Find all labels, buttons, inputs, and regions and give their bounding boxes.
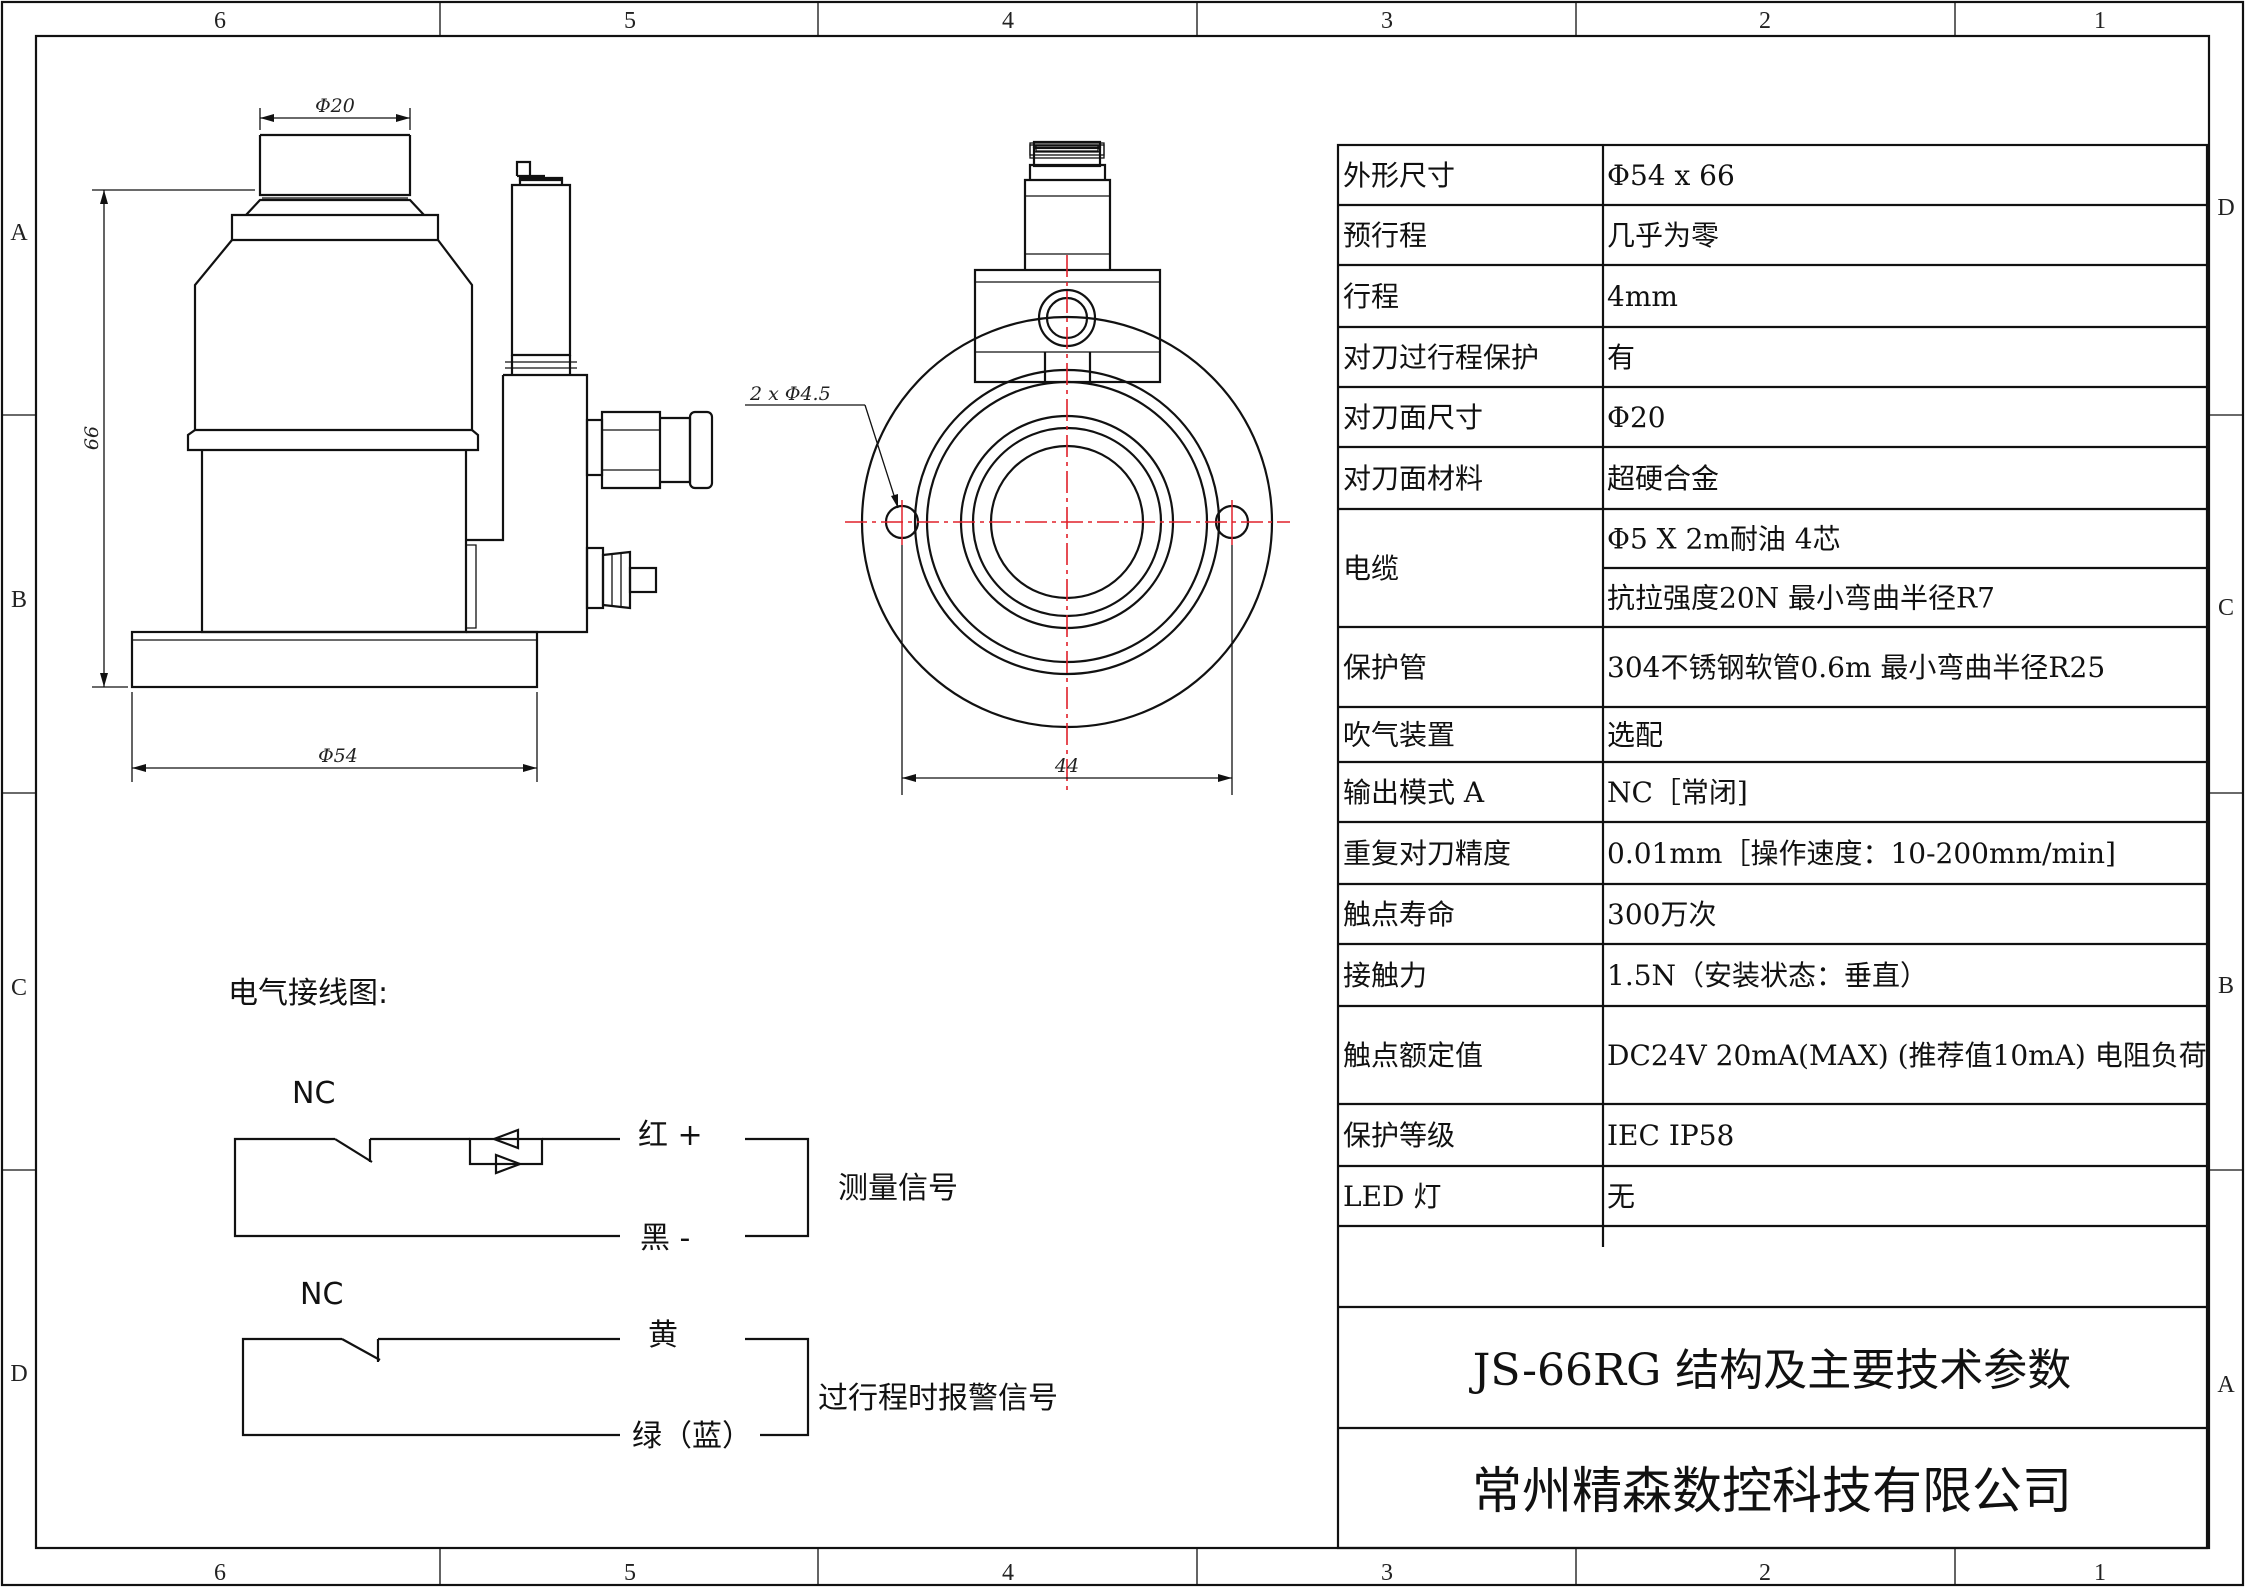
spec-value: 抗拉强度20N 最小弯曲半径R7 (1607, 582, 1995, 615)
spec-key: 触点寿命 (1343, 898, 1455, 931)
spec-key: 对刀面材料 (1343, 462, 1483, 495)
title-block: JS-66RG 结构及主要技术参数 常州精森数控科技有限公司 (1338, 1305, 2207, 1520)
spec-key: 输出模式 A (1343, 776, 1485, 809)
spec-value: 超硬合金 (1607, 462, 1719, 495)
spec-value: 1.5N（安装状态：垂直） (1607, 959, 1928, 992)
dim-height: 66 (81, 426, 103, 450)
zone-row-left: C (11, 975, 27, 1001)
spec-key: LED 灯 (1343, 1180, 1441, 1213)
spec-key: 对刀面尺寸 (1343, 401, 1483, 434)
spec-key: 触点额定值 (1343, 1039, 1483, 1072)
dim-width: 44 (1054, 755, 1079, 777)
zone-col-top: 2 (1759, 8, 1771, 34)
spec-value: Φ54 x 66 (1607, 159, 1735, 192)
zone-col-bottom: 4 (1002, 1560, 1014, 1586)
circuit2-nc-label: NC (300, 1277, 343, 1312)
zone-row-right: C (2218, 595, 2234, 621)
spec-value: Φ5 X 2m耐油 4芯 (1607, 523, 1841, 556)
dim-holes: 2 x Φ4.5 (749, 383, 831, 405)
zone-row-left: B (11, 587, 27, 613)
zone-col-bottom: 1 (2094, 1560, 2106, 1586)
zone-row-right: D (2217, 195, 2234, 221)
circuit1-black-wire: 黑 - (640, 1221, 690, 1256)
zone-labels: 6 5 4 3 2 1 6 5 4 3 2 1 A B C D D C B A (10, 8, 2235, 1586)
zone-col-top: 6 (214, 8, 226, 34)
spec-key: 预行程 (1343, 219, 1427, 252)
zone-col-bottom: 6 (214, 1560, 226, 1586)
circuit1-signal: 测量信号 (838, 1171, 958, 1206)
spec-value: DC24V 20mA(MAX) (推荐值10mA) 电阻负荷 (1607, 1039, 2207, 1072)
spec-key: 外形尺寸 (1343, 159, 1455, 192)
side-view: Φ20 66 Φ54 (81, 95, 714, 782)
spec-key: 对刀过行程保护 (1343, 341, 1539, 374)
circuit2-yellow-wire: 黄 (648, 1318, 678, 1353)
company-name: 常州精森数控科技有限公司 (1472, 1462, 2072, 1520)
spec-key: 行程 (1343, 280, 1399, 313)
spec-value: 300万次 (1607, 898, 1716, 931)
circuit2-green-wire: 绿（蓝） (632, 1419, 752, 1454)
spec-value: 304不锈钢软管0.6m 最小弯曲半径R25 (1607, 651, 2105, 684)
spec-value: 几乎为零 (1607, 219, 1719, 252)
circuit1-nc-label: NC (292, 1076, 335, 1111)
spec-value: 有 (1607, 341, 1635, 374)
wiring-diagram: 电气接线图: NC 红 + 黑 - 测量信号 NC 黄 绿（蓝） 过行程时报警信… (228, 976, 1058, 1454)
spec-value: Φ20 (1607, 401, 1666, 434)
zone-row-left: A (10, 220, 28, 246)
zone-col-top: 5 (624, 8, 636, 34)
spec-value: IEC IP58 (1607, 1119, 1734, 1152)
spec-key: 吹气装置 (1343, 719, 1455, 752)
spec-key: 电缆 (1343, 552, 1399, 585)
spec-value: NC［常闭] (1607, 776, 1748, 809)
circuit1-red-wire: 红 + (638, 1118, 703, 1153)
spec-key: 保护等级 (1343, 1119, 1455, 1152)
zone-col-bottom: 5 (624, 1560, 636, 1586)
zone-row-left: D (10, 1361, 27, 1387)
spec-value: 4mm (1607, 280, 1678, 313)
dim-base-diameter: Φ54 (318, 745, 358, 767)
drawing-title: JS-66RG 结构及主要技术参数 (1469, 1345, 2072, 1396)
circuit2-signal: 过行程时报警信号 (818, 1381, 1058, 1416)
spec-value: 0.01mm［操作速度：10-200mm/min] (1607, 837, 2116, 870)
zone-col-top: 4 (1002, 8, 1014, 34)
wiring-title: 电气接线图: (228, 976, 388, 1011)
zone-col-top: 1 (2094, 8, 2106, 34)
spec-key: 重复对刀精度 (1343, 837, 1511, 870)
top-view: 2 x Φ4.5 44 (745, 140, 1290, 795)
zone-row-right: A (2217, 1372, 2235, 1398)
spec-key: 接触力 (1343, 959, 1427, 992)
zone-col-bottom: 2 (1759, 1560, 1771, 1586)
zone-col-bottom: 3 (1381, 1560, 1393, 1586)
zone-row-right: B (2218, 973, 2234, 999)
spec-value: 无 (1607, 1180, 1635, 1213)
spec-key: 保护管 (1343, 651, 1427, 684)
spec-value: 选配 (1607, 719, 1663, 752)
zone-col-top: 3 (1381, 8, 1393, 34)
dim-top-diameter: Φ20 (315, 95, 355, 117)
